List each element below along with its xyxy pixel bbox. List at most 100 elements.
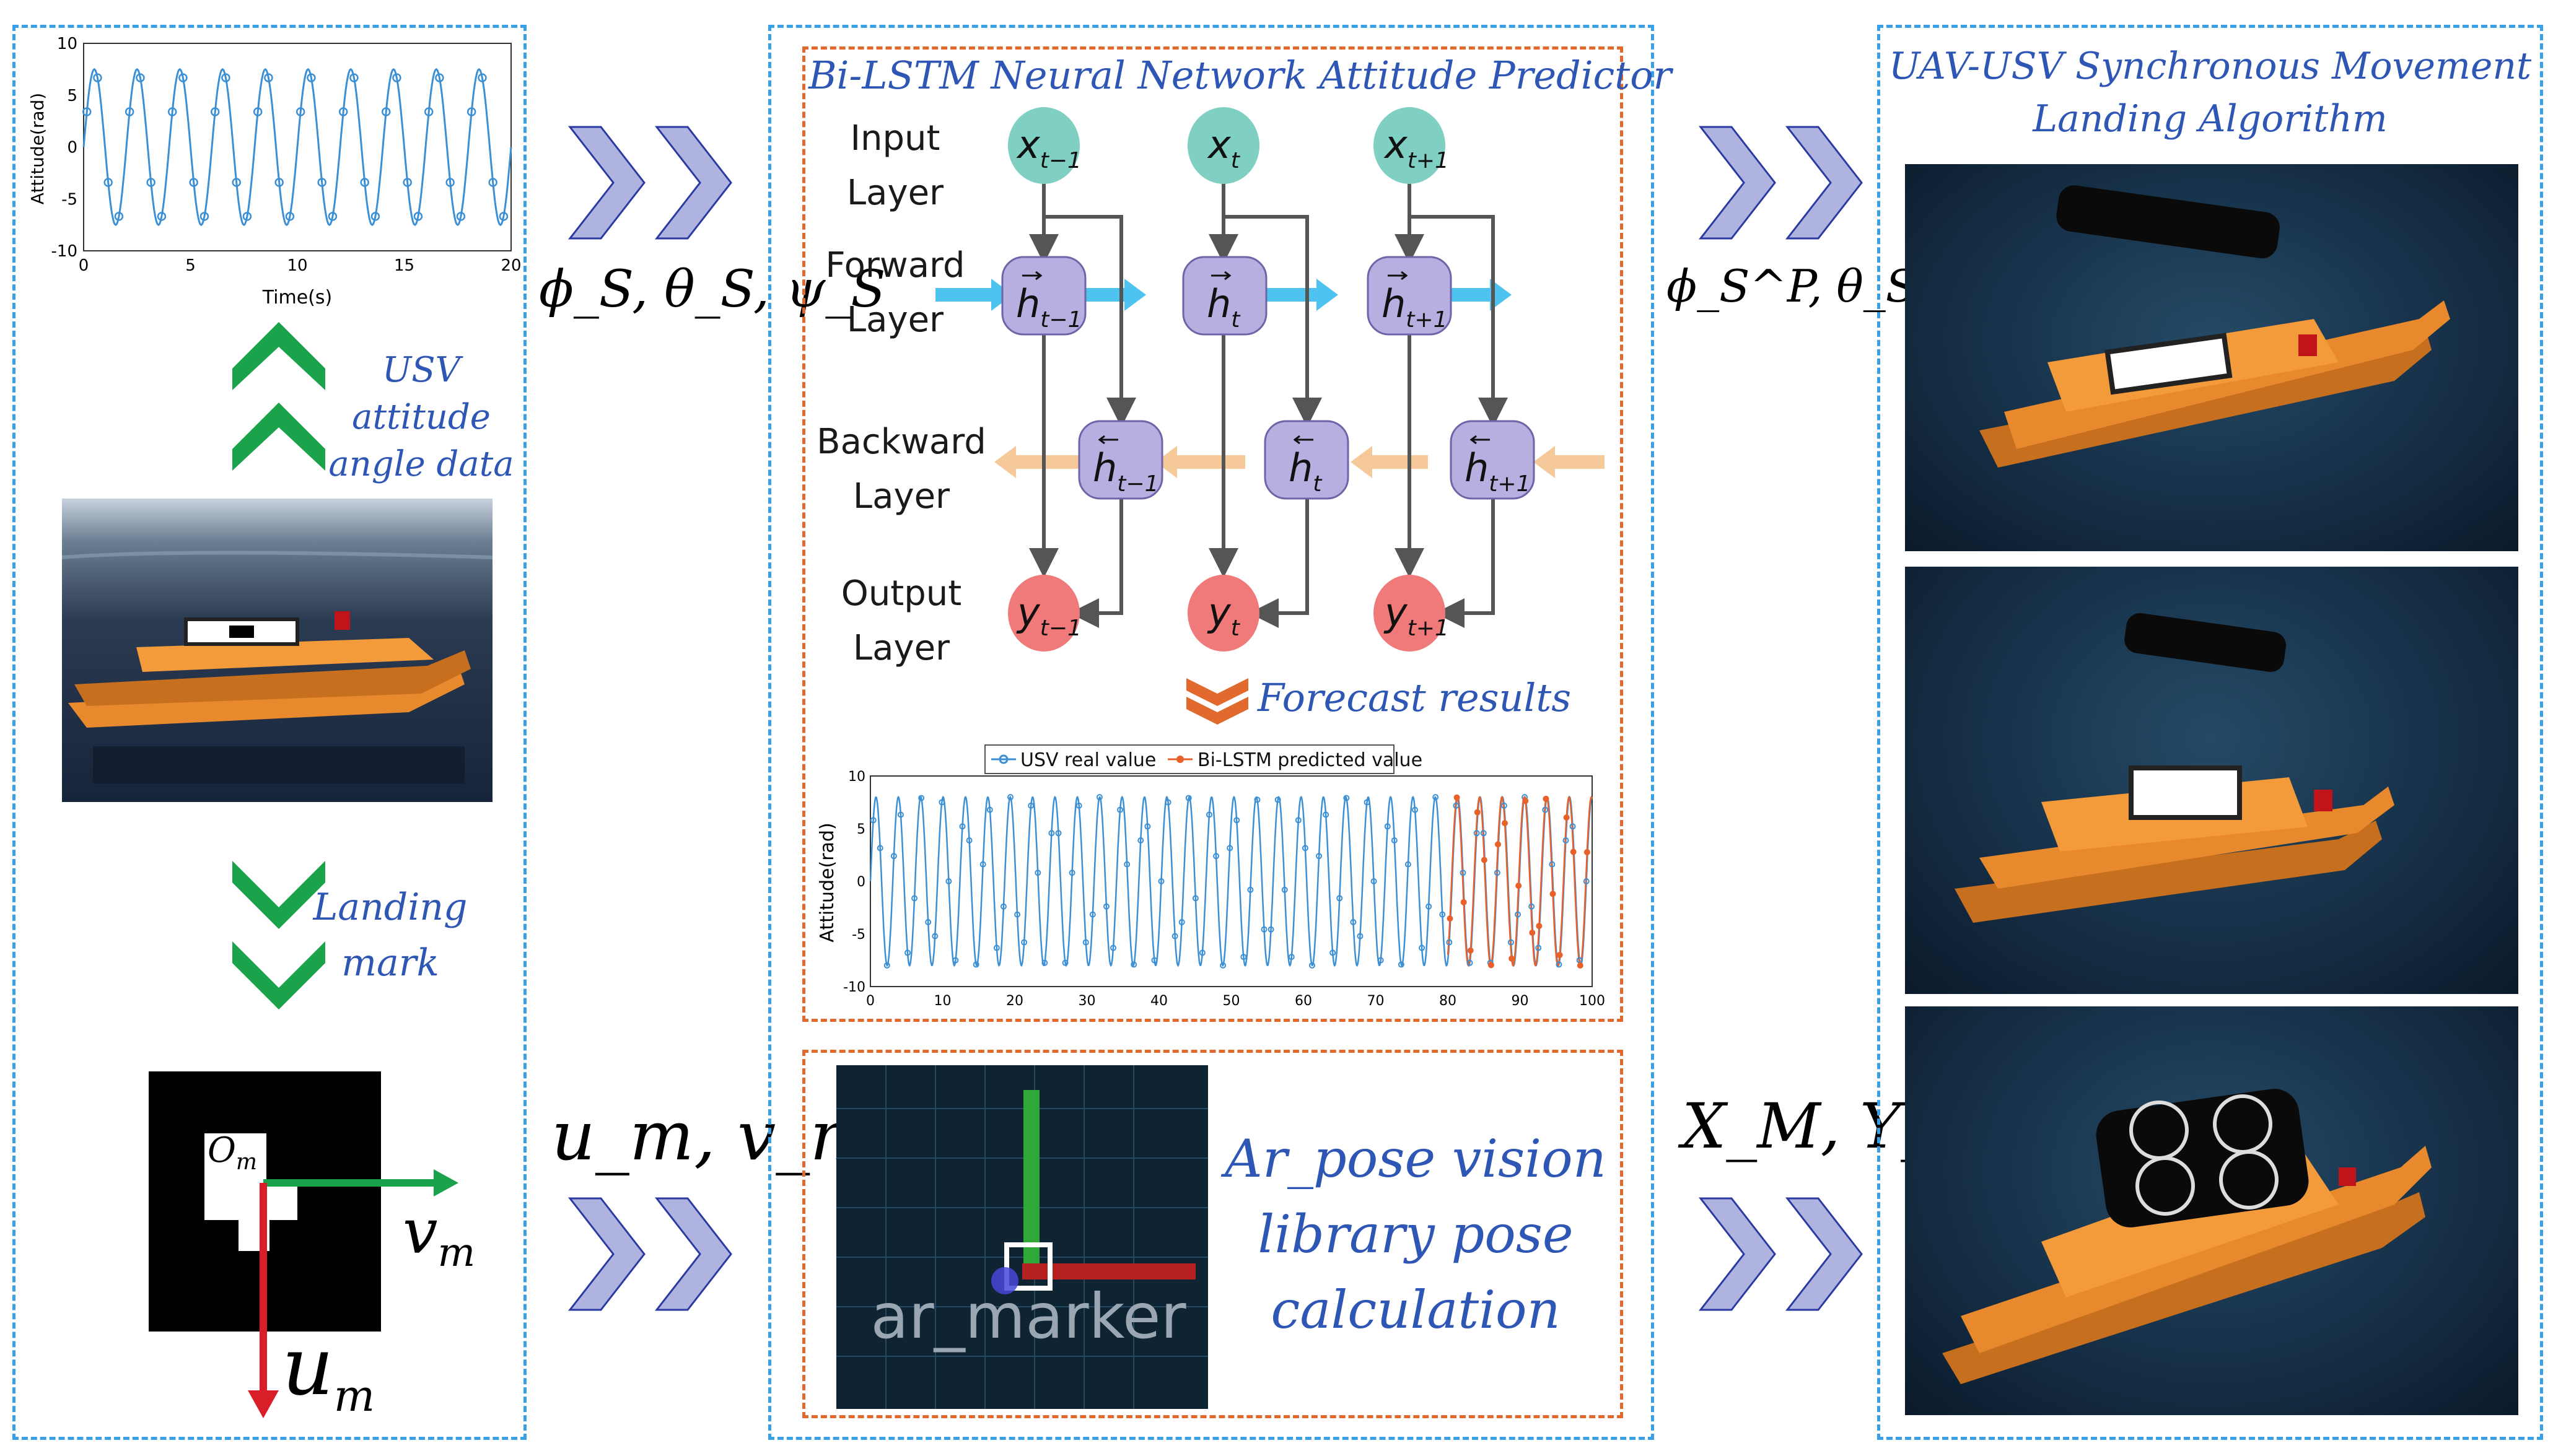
- uav-3: [2096, 1089, 2309, 1227]
- predicted-value-point: [1467, 947, 1474, 954]
- output-node-2: [1188, 575, 1259, 652]
- real-value-point: [1144, 823, 1151, 830]
- real-value-point: [973, 961, 979, 968]
- left-chart-xlabel: Time(s): [262, 287, 332, 308]
- real-value-point: [1082, 939, 1089, 946]
- predicted-value-point: [1536, 923, 1543, 930]
- fh-2-letter: h: [1207, 281, 1231, 326]
- input-layer-label: Input Layer: [815, 111, 976, 220]
- landing-scene-2: [1905, 567, 2518, 994]
- backward-hidden-2: [1264, 420, 1349, 500]
- left-chart-point: [307, 73, 316, 82]
- landing-marker-diagram: [149, 1071, 458, 1418]
- usv-photo: [62, 499, 493, 802]
- real-value-point: [883, 962, 890, 969]
- right-panel-title: UAV-USV Synchronous Movement Landing Alg…: [1880, 40, 2540, 146]
- real-value-point: [939, 799, 945, 806]
- prediction-chart-ytick: 5: [857, 822, 865, 837]
- predicted-value-point: [1549, 891, 1556, 897]
- real-value-point: [1535, 944, 1542, 951]
- left-chart-point: [413, 212, 423, 221]
- prediction-chart-ytick: 0: [857, 874, 865, 890]
- real-value-point: [986, 806, 993, 813]
- left-chart-point: [114, 212, 124, 221]
- pixel-coordinates: u_m, v_m: [551, 1096, 875, 1175]
- up-chevrons-icon: [232, 322, 325, 471]
- v-letter: v: [403, 1195, 438, 1268]
- prediction-chart-xtick: 70: [1367, 993, 1385, 1009]
- real-value-point: [897, 811, 904, 818]
- left-chart-point: [349, 73, 359, 82]
- real-value-point: [1404, 861, 1411, 868]
- u-letter: u: [282, 1319, 334, 1413]
- real-value-point: [1220, 962, 1227, 969]
- forward-hidden-2: [1182, 256, 1268, 336]
- left-chart-point: [274, 178, 284, 187]
- marker-origin-label: Om: [208, 1130, 257, 1175]
- real-value-point: [1480, 830, 1487, 837]
- predicted-value-point: [1509, 955, 1515, 962]
- real-value-point: [1247, 886, 1254, 893]
- real-value-point: [1124, 861, 1131, 868]
- real-value-point: [1432, 794, 1439, 801]
- real-value-point: [1549, 861, 1556, 868]
- fh-1-letter: h: [1016, 281, 1040, 326]
- bilstm-network: xt−1 xt xt+1 ht−1 ht ht+1 ht−1 ht ht+1 y…: [935, 107, 1605, 652]
- predicted-value-point: [1494, 841, 1501, 848]
- prediction-chart-xtick: 80: [1439, 993, 1456, 1009]
- real-value-point: [1096, 794, 1103, 801]
- left-chart-point: [285, 212, 295, 221]
- usv-attitude-label-line1: USV attitude: [352, 350, 491, 437]
- real-value-point: [1494, 870, 1500, 876]
- real-value-point: [1185, 795, 1192, 801]
- real-value-point: [1268, 926, 1274, 933]
- x-node-3-sub: t+1: [1408, 148, 1449, 173]
- real-value-point: [1041, 959, 1048, 966]
- prediction-chart-ylabel: Attitude(rad): [817, 822, 838, 942]
- real-value-point: [1151, 957, 1158, 964]
- scene-2-illustration: [1955, 613, 2394, 923]
- scene-1-illustration: [1979, 185, 2450, 468]
- left-chart-point: [499, 212, 509, 221]
- svg-text:ht: ht: [1289, 445, 1323, 497]
- u-axis-arrow-icon: [248, 1390, 279, 1418]
- left-chart-point: [370, 212, 380, 221]
- double-chevron-right-icon-top-right: [1698, 126, 1863, 240]
- prediction-chart-xtick: 0: [866, 993, 875, 1009]
- real-value-point: [1425, 903, 1432, 910]
- predicted-value-point: [1522, 798, 1529, 804]
- y-node-3-letter: y: [1383, 590, 1408, 635]
- left-chart-point: [93, 73, 102, 82]
- real-value-point: [1473, 830, 1480, 837]
- real-value-point: [1308, 962, 1315, 969]
- svg-text:yt+1: yt+1: [1383, 590, 1449, 641]
- left-chart-point: [435, 73, 444, 82]
- real-value-point: [1419, 944, 1425, 951]
- left-panel: [12, 25, 527, 1440]
- real-value-point: [1323, 811, 1329, 818]
- left-chart-point: [103, 178, 113, 187]
- svg-text:ht+1: ht+1: [1382, 281, 1447, 333]
- real-value-point: [1411, 806, 1418, 813]
- u-axis-label: um: [282, 1319, 375, 1421]
- real-value-point: [993, 944, 1000, 951]
- left-chart-point: [157, 212, 167, 221]
- real-value-point: [1556, 961, 1562, 968]
- prediction-chart-xtick: 50: [1223, 993, 1240, 1009]
- forward-layer-line1: Forward: [825, 245, 965, 286]
- double-chevron-right-icon-bottom-right: [1698, 1197, 1863, 1311]
- ar-pose-line2: library pose: [1258, 1204, 1574, 1265]
- ar-pose-description: Ar_pose vision library pose calculation: [1217, 1121, 1614, 1348]
- predicted-value-point: [1563, 814, 1570, 821]
- backward-layer-line2: Layer: [852, 476, 950, 517]
- prediction-legend: USV real value Bi-LSTM predicted value: [984, 744, 1422, 774]
- real-value-point: [1398, 961, 1404, 968]
- svg-text:ht+1: ht+1: [1465, 445, 1530, 497]
- real-value-point: [1288, 954, 1295, 961]
- real-value-point: [1377, 957, 1384, 964]
- prediction-chart-xtick: 60: [1295, 993, 1312, 1009]
- legend-real-label: USV real value: [1020, 749, 1156, 771]
- ar-marker-text: ar_marker: [870, 1280, 1186, 1353]
- real-value-point: [1048, 830, 1055, 837]
- y-node-2-letter: y: [1207, 590, 1232, 635]
